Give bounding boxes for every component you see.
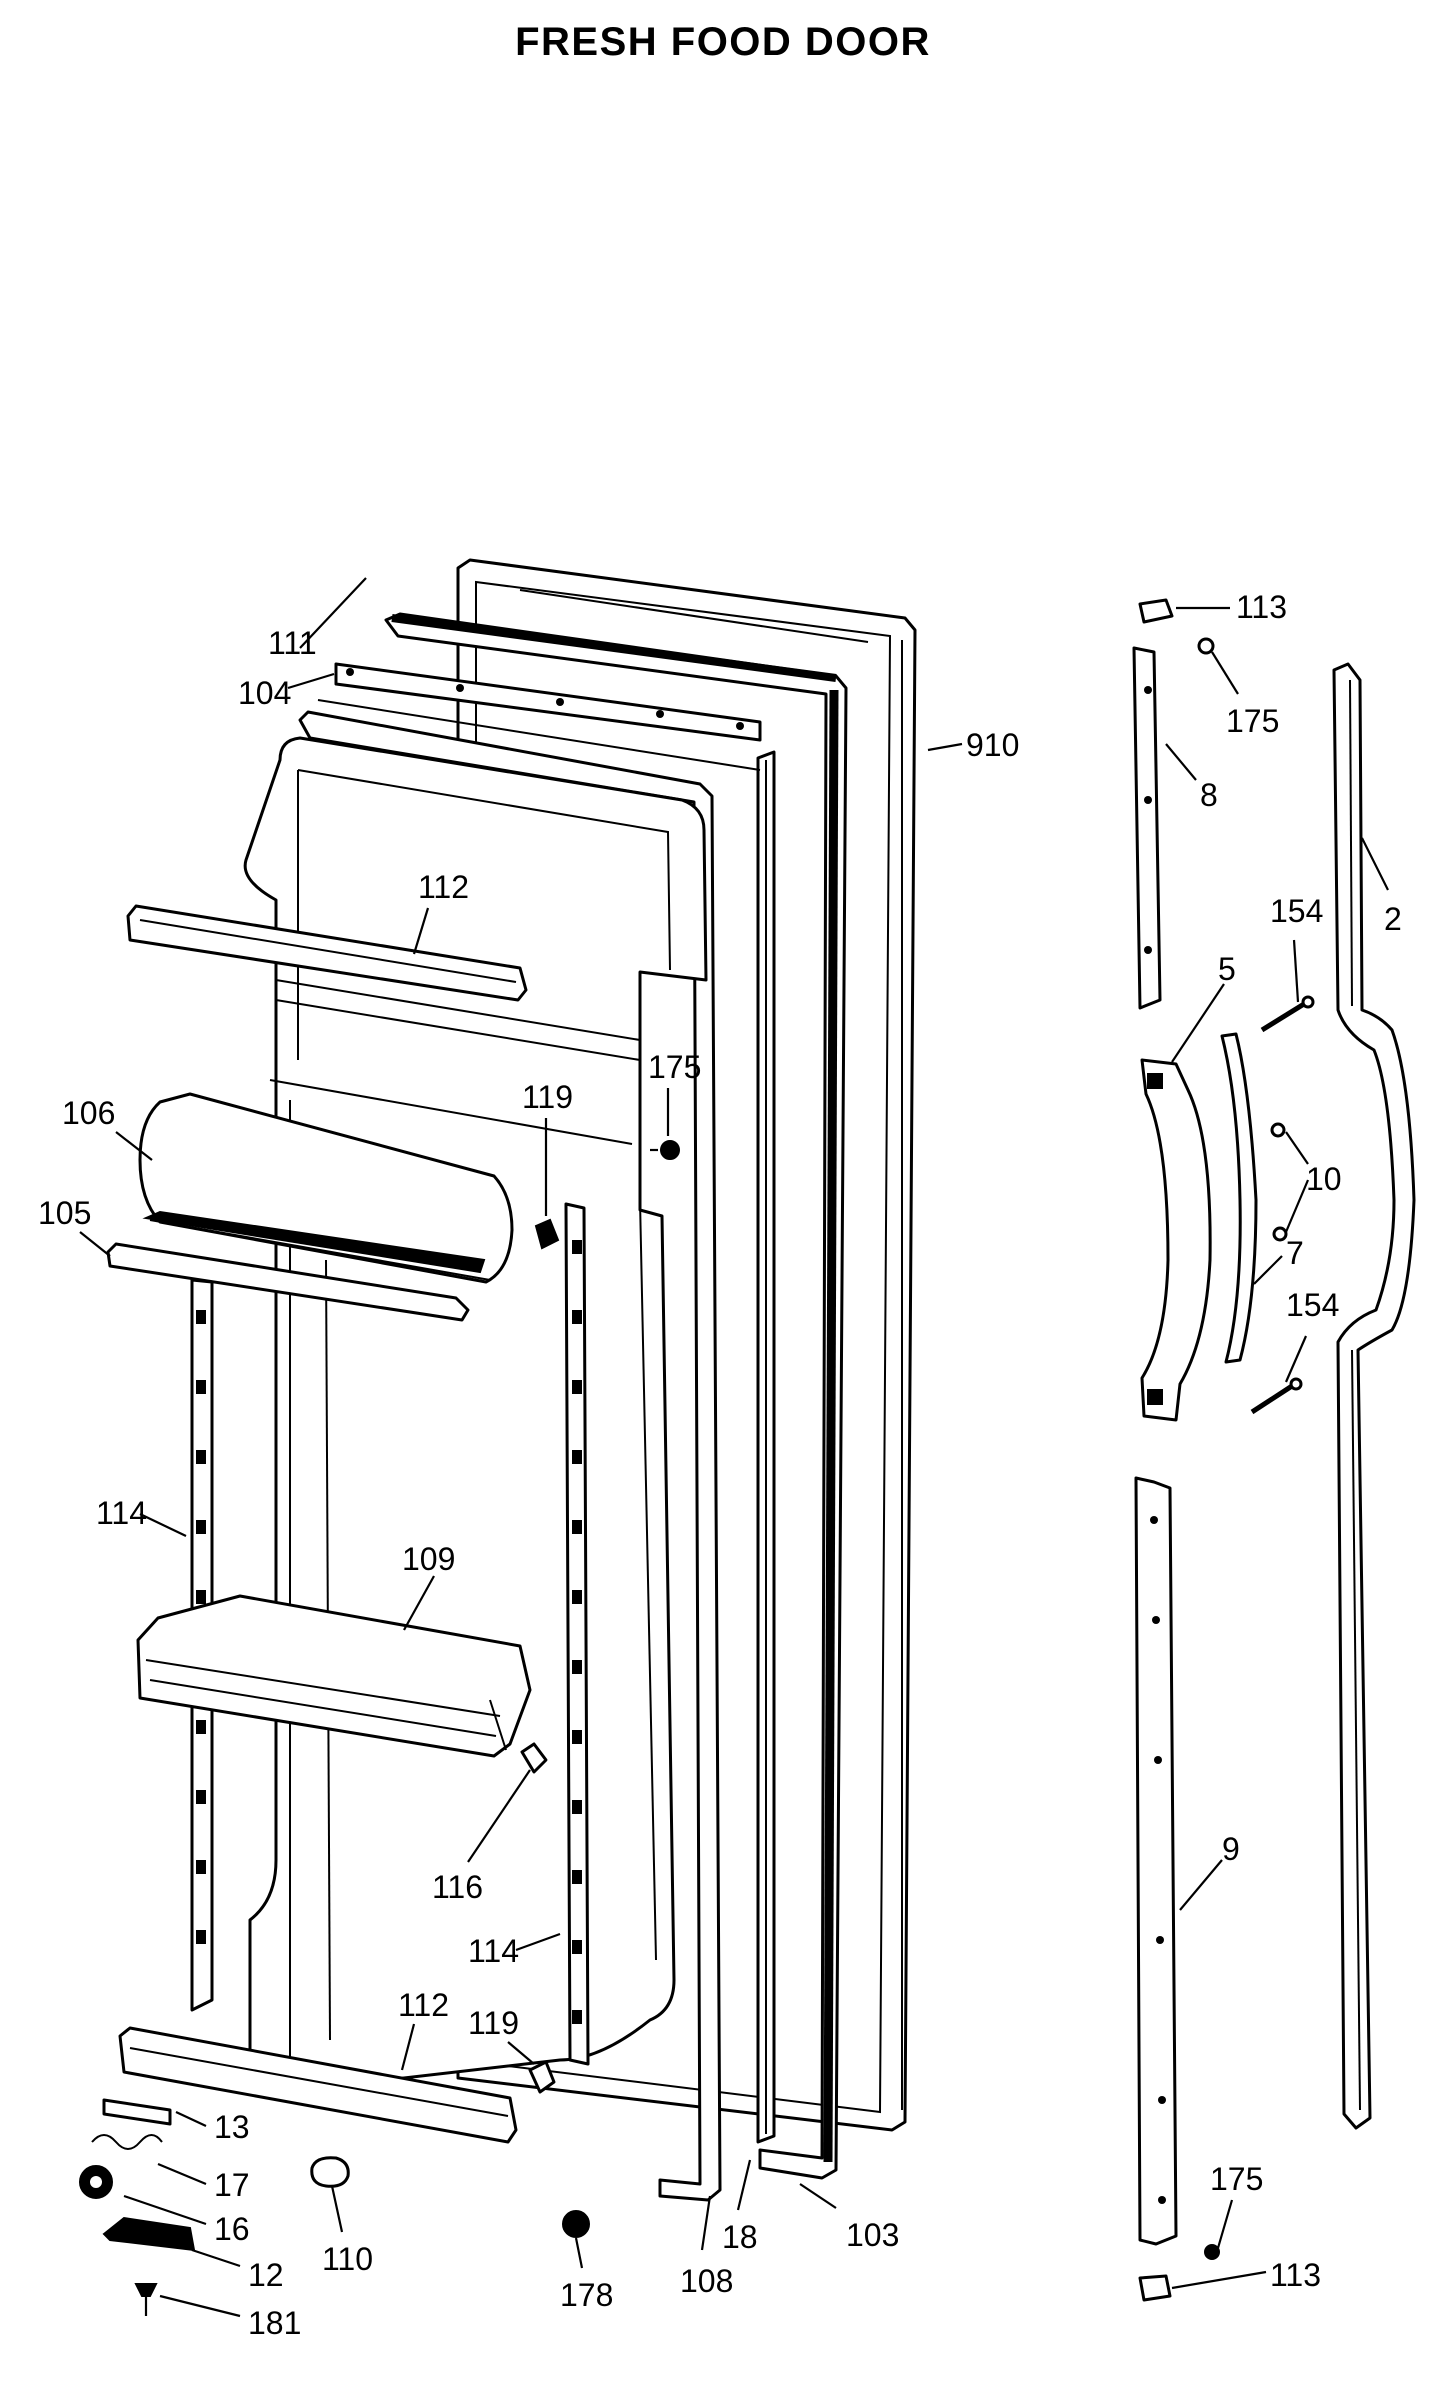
callout-labels: 111 104 910 112 106 105 119 175 114 109 … bbox=[38, 589, 1402, 2341]
handle-cap-lower bbox=[1138, 2274, 1172, 2302]
callout-112-lower: 112 bbox=[398, 1987, 449, 2023]
callout-18: 18 bbox=[722, 2219, 758, 2255]
screw-175-door bbox=[650, 1140, 680, 1160]
callout-113-lower: 113 bbox=[1270, 2257, 1321, 2293]
hinge-bushing-16 bbox=[79, 2165, 113, 2199]
handle-bracket-9 bbox=[1134, 1476, 1178, 2246]
callout-105: 105 bbox=[38, 1195, 91, 1231]
hinge-bracket-12 bbox=[102, 2216, 196, 2252]
callout-108: 108 bbox=[680, 2263, 733, 2299]
callout-114-left: 114 bbox=[96, 1495, 147, 1531]
callout-178: 178 bbox=[560, 2277, 613, 2313]
callout-109: 109 bbox=[402, 1541, 455, 1577]
screws-10 bbox=[1270, 1122, 1288, 1242]
callout-119-upper: 119 bbox=[522, 1079, 573, 1115]
callout-112-upper: 112 bbox=[418, 869, 469, 905]
callout-10: 10 bbox=[1306, 1161, 1342, 1197]
callout-154-lower: 154 bbox=[1286, 1287, 1339, 1323]
shelf-stud-mid bbox=[520, 1742, 548, 1774]
top-trim-strip bbox=[334, 662, 762, 742]
door-edge-trim-2 bbox=[1332, 662, 1416, 2130]
callout-106: 106 bbox=[62, 1095, 115, 1131]
screw-181 bbox=[134, 2283, 158, 2316]
hinge-shim-13 bbox=[102, 2098, 172, 2126]
shelf-stud-lower bbox=[528, 2060, 556, 2094]
callout-13: 13 bbox=[214, 2109, 250, 2145]
handle-bracket-8 bbox=[1132, 646, 1162, 1010]
lower-shelf-bar bbox=[118, 2026, 518, 2144]
door-shelf-bin bbox=[136, 1594, 532, 1758]
inner-liner-frame bbox=[243, 736, 708, 2092]
callout-8: 8 bbox=[1200, 777, 1218, 813]
callout-175-lower: 175 bbox=[1210, 2161, 1263, 2197]
screw-154-lower bbox=[1250, 1377, 1303, 1415]
callout-113-upper: 113 bbox=[1236, 589, 1287, 625]
callout-leaders bbox=[79, 577, 1389, 2318]
callout-2: 2 bbox=[1384, 901, 1402, 937]
callout-7: 7 bbox=[1286, 1235, 1304, 1271]
callout-116: 116 bbox=[432, 1869, 483, 1905]
callout-12: 12 bbox=[248, 2257, 284, 2293]
callout-114-right: 114 bbox=[468, 1933, 519, 1969]
callout-119-lower: 119 bbox=[468, 2005, 519, 2041]
dairy-compartment-door bbox=[138, 1092, 514, 1284]
upper-shelf-bar bbox=[126, 904, 641, 1061]
shelf-stud-upper bbox=[534, 1218, 560, 1250]
screw-175-lower bbox=[1204, 2244, 1220, 2260]
handle-insert-7 bbox=[1220, 1032, 1258, 1364]
callout-9: 9 bbox=[1222, 1831, 1240, 1867]
callout-175-upper: 175 bbox=[1226, 703, 1279, 739]
callout-104: 104 bbox=[238, 675, 291, 711]
screw-175-upper bbox=[1197, 637, 1215, 655]
door-gasket bbox=[384, 612, 848, 2180]
dairy-shelf-bin bbox=[106, 1242, 470, 1322]
hinge-spring-17 bbox=[91, 2134, 163, 2150]
diagram-title: FRESH FOOD DOOR bbox=[515, 20, 931, 64]
callout-111: 111 bbox=[268, 625, 317, 661]
callout-5: 5 bbox=[1218, 951, 1236, 987]
callout-17: 17 bbox=[214, 2167, 250, 2203]
callout-910: 910 bbox=[966, 727, 1019, 763]
callout-175-door: 175 bbox=[648, 1049, 701, 1085]
callout-103: 103 bbox=[846, 2217, 899, 2253]
plug-178 bbox=[562, 2210, 590, 2238]
callout-154-upper: 154 bbox=[1270, 893, 1323, 929]
callout-16: 16 bbox=[214, 2211, 250, 2247]
callout-181: 181 bbox=[248, 2305, 301, 2341]
cam-110 bbox=[310, 2156, 350, 2188]
breaker-strip bbox=[756, 750, 776, 2144]
screw-154-upper bbox=[1260, 995, 1315, 1033]
right-shelf-rail bbox=[564, 1202, 590, 2066]
handle-cap-upper bbox=[1138, 598, 1174, 624]
callout-110: 110 bbox=[322, 2241, 373, 2277]
handle-5 bbox=[1140, 1058, 1212, 1422]
